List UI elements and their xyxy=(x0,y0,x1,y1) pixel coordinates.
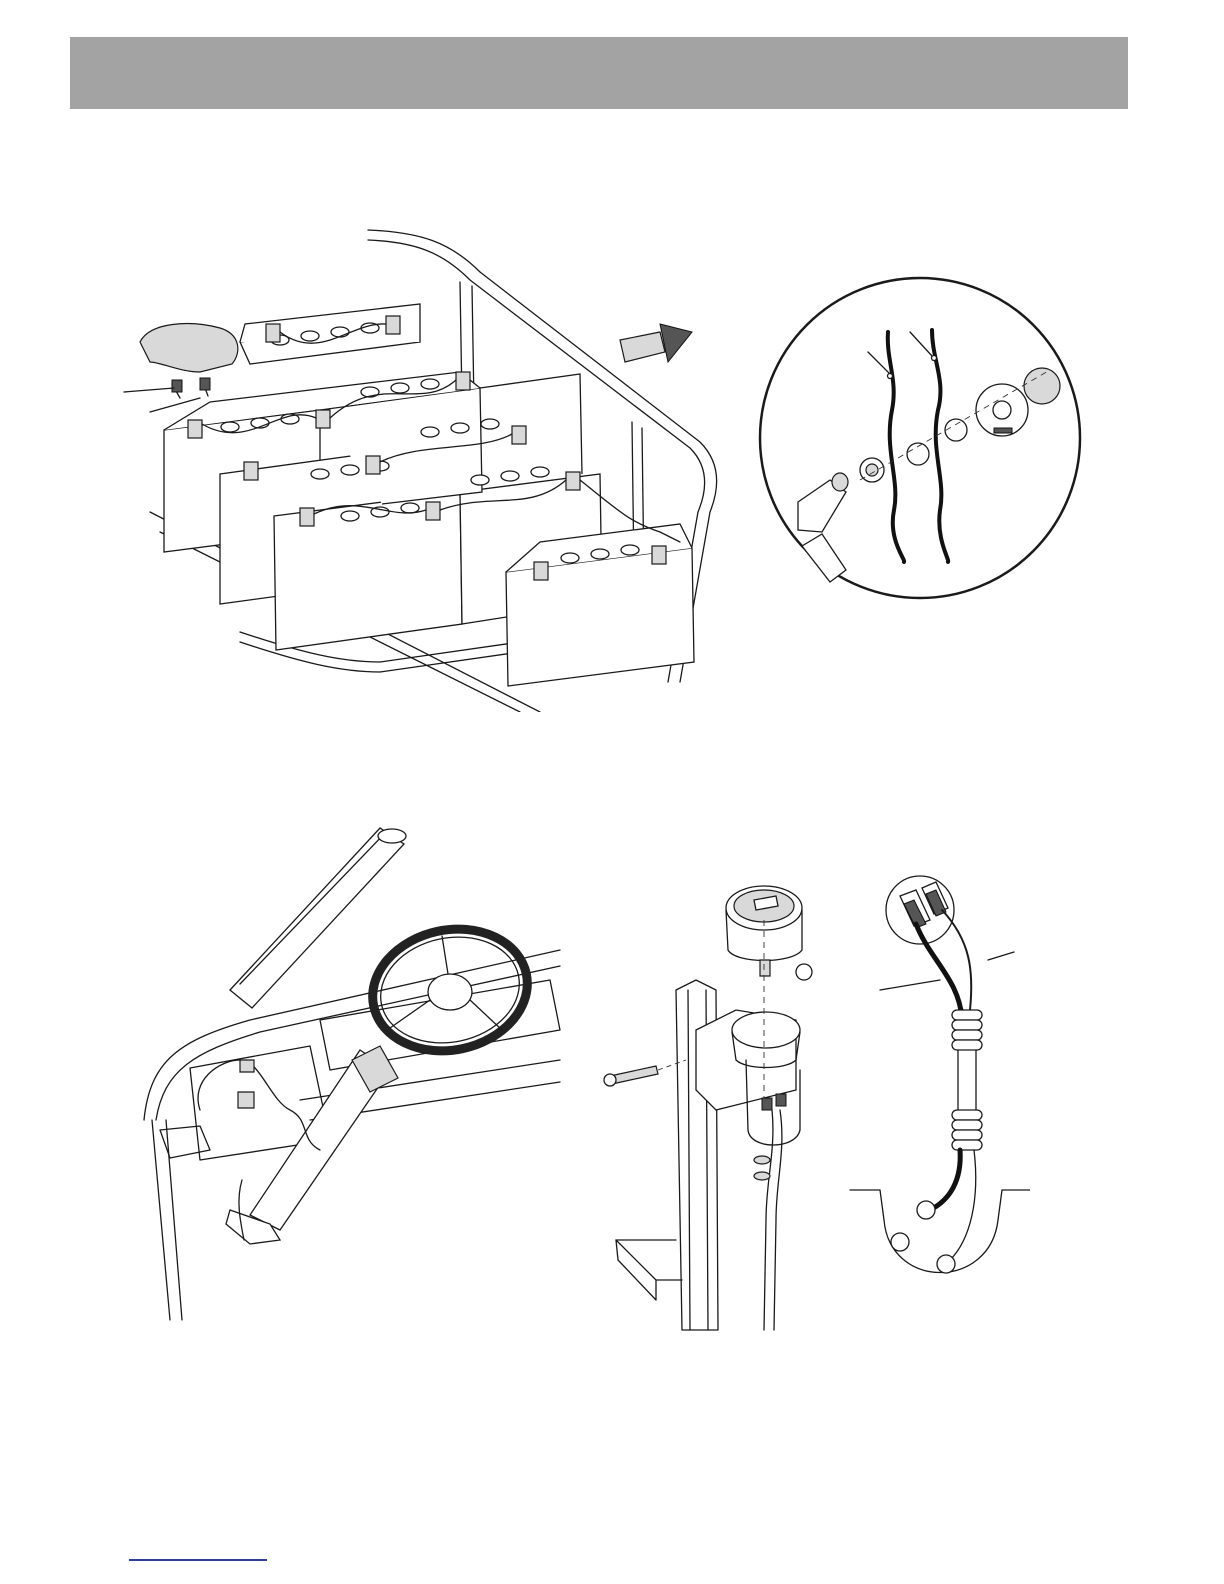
battery-group xyxy=(164,304,694,686)
gauge-bracket-illustration xyxy=(596,860,846,1340)
gauge-wiring-illustration xyxy=(840,860,1030,1300)
dash-panel-figure xyxy=(130,820,570,1330)
wire-connection-detail-illustration xyxy=(750,270,1090,610)
header-bar xyxy=(70,37,1128,109)
gauge-wiring-figure xyxy=(840,860,1030,1300)
direction-arrow-icon xyxy=(620,324,692,362)
wire-detail-figure xyxy=(750,270,1090,610)
footer-rule xyxy=(129,1559,267,1561)
gauge-bracket-figure xyxy=(596,860,846,1340)
horn-icon xyxy=(140,324,238,372)
battery-pack-figure xyxy=(120,212,740,712)
battery-pack-illustration xyxy=(120,212,740,712)
dash-panel-illustration xyxy=(130,820,570,1330)
